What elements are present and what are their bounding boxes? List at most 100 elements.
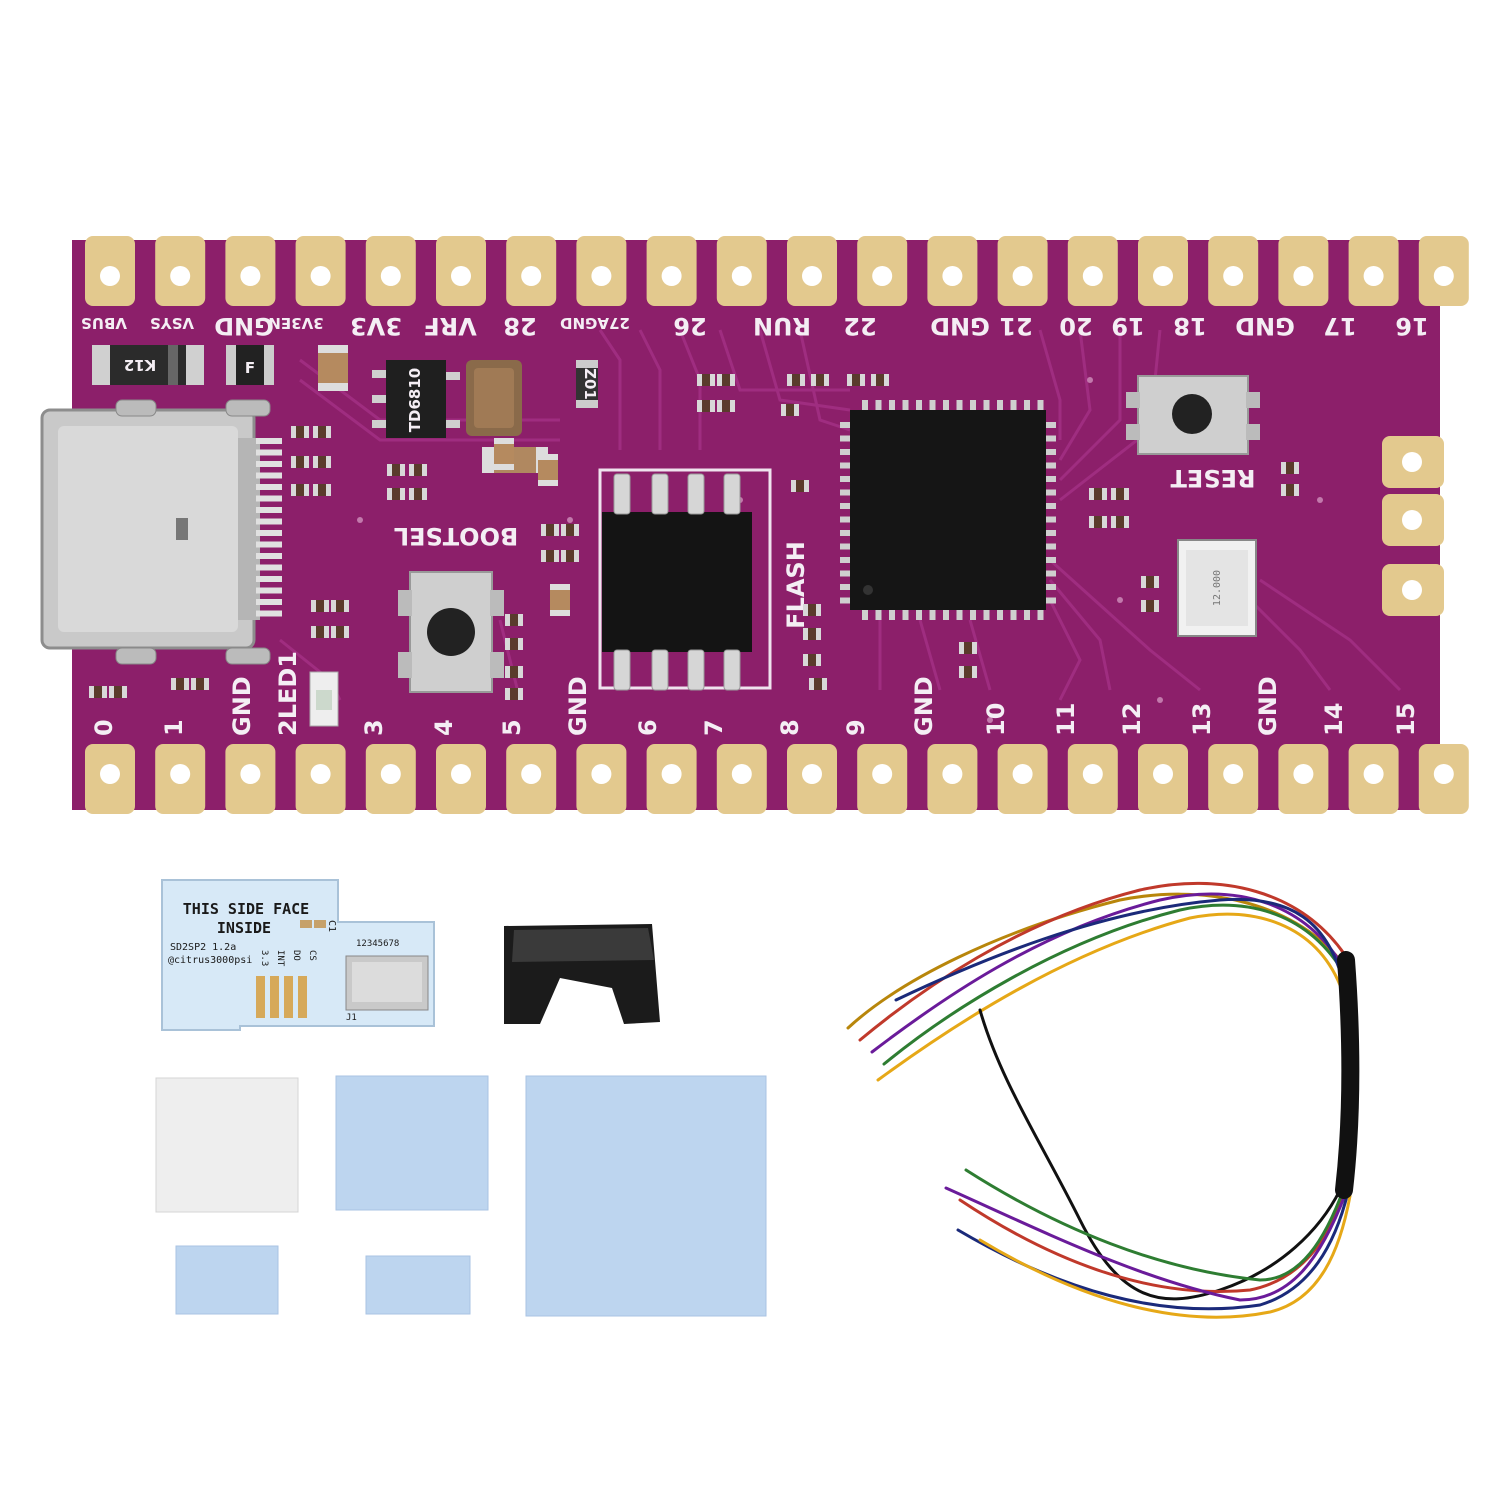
smd-resistor [1141,576,1159,588]
top-pin-label: 19 [1111,312,1144,340]
diode-marking: K12 [124,356,157,374]
top-pin-pad [787,236,837,306]
smd-resistor [809,678,827,690]
smd-resistor [331,600,349,612]
adapter-gold-fingers [256,976,307,1018]
top-pin-pad [436,236,486,306]
top-pin-label: RUN [753,312,811,340]
bottom-pin-pad [365,744,416,814]
top-pin-label: 27AGND [560,314,630,332]
reset-label: RESET [1170,464,1256,492]
bottom-pin-label: 6 [634,719,662,736]
top-pin-pad [85,236,135,306]
bottom-pin-pad [1067,744,1118,814]
bottom-pin-label: 9 [842,719,870,736]
thermal-pad-white [155,1077,299,1213]
smd-resistor [697,400,715,412]
bottom-pin-label: 14 [1320,703,1348,736]
top-pin-label: VBUS [81,314,127,332]
smd-components [89,374,1299,700]
smd-resistor [541,550,559,562]
smd-resistor [171,678,189,690]
thermal-pad-small-1 [175,1245,279,1315]
smd-resistor [697,374,715,386]
microcontroller-chip [840,400,1056,620]
bottom-pin-label: GND [228,676,256,736]
inductor [466,360,522,436]
bottom-pin-label: 8 [776,719,804,736]
bottom-pin-pad [225,744,276,814]
bottom-pin-pad [506,744,557,814]
usb-c-connector [40,399,282,665]
smd-resistor [387,488,405,500]
bootsel-button[interactable] [398,571,504,693]
smd-resistor [191,678,209,690]
bottom-pin-pad [1208,744,1259,814]
smd-resistor [803,604,821,616]
smd-resistor [871,374,889,386]
bottom-pin-row [85,744,1469,814]
smd-resistor [291,456,309,468]
top-pin-label: 26 [673,312,706,340]
smd-resistor [505,688,523,700]
smd-resistor [109,686,127,698]
top-pin-pad [155,236,206,306]
usb-c-pins [256,438,282,617]
smd-resistor [387,464,405,476]
adapter-line1: THIS SIDE FACE [183,900,309,918]
fuse-marking: F [245,359,255,377]
smd-resistor [1111,488,1129,500]
top-pin-label: GND [930,312,990,340]
bootsel-label: BOOTSEL [394,522,518,550]
top-pin-label: 28 [503,312,536,340]
smd-resistor [505,666,523,678]
bottom-pin-pad [155,744,206,814]
smd-resistor [1089,488,1107,500]
bottom-pin-pad [576,744,627,814]
bottom-pin-pad [295,744,346,814]
smd-resistor [561,550,579,562]
top-pin-label: 20 [1059,312,1092,340]
bottom-pin-pad [1278,744,1329,814]
reset-button[interactable] [1126,375,1260,455]
smd-resistor [541,524,559,536]
fuse: F [226,345,274,385]
smd-resistor [1141,600,1159,612]
smd-capacitor [494,438,514,470]
bottom-pin-label: 2LED1 [274,651,302,736]
adapter-signal-label: INT [275,950,285,967]
bottom-pin-pad [1138,744,1188,814]
smd-capacitor [538,454,558,486]
adapter-c1: C1 [326,920,337,932]
adapter-author: @citrus3000psi [168,955,252,966]
adapter-j1: J1 [346,1013,357,1023]
bottom-pin-label: GND [564,676,592,736]
thermal-pads [155,1075,767,1317]
smd-resistor [959,666,977,678]
smd-resistor [1089,516,1107,528]
heat-shrink-tube [1335,951,1360,1199]
top-pin-label: 18 [1173,312,1206,340]
smd-resistor [803,628,821,640]
top-pin-pad [506,236,557,306]
sd2sp2-adapter: THIS SIDE FACE INSIDE C1 SD2SP2 1.2a @ci… [161,879,435,1031]
smd-resistor [331,626,349,638]
adapter-signal-label: CS [307,950,317,961]
bottom-pin-label: 15 [1392,703,1420,736]
smd-resistor [313,484,331,496]
schottky-diode: K12 [92,345,204,385]
smd-resistor [781,404,799,416]
thermal-pad-large [525,1075,767,1317]
top-pin-label: 17 [1323,312,1356,340]
pcb-body [72,240,1440,810]
smd-resistor [291,484,309,496]
bottom-pin-label: 1 [160,719,188,736]
adapter-model: SD2SP2 1.2a [170,942,236,953]
plastic-clip [504,924,660,1024]
bottom-pin-label: 12 [1118,703,1146,736]
